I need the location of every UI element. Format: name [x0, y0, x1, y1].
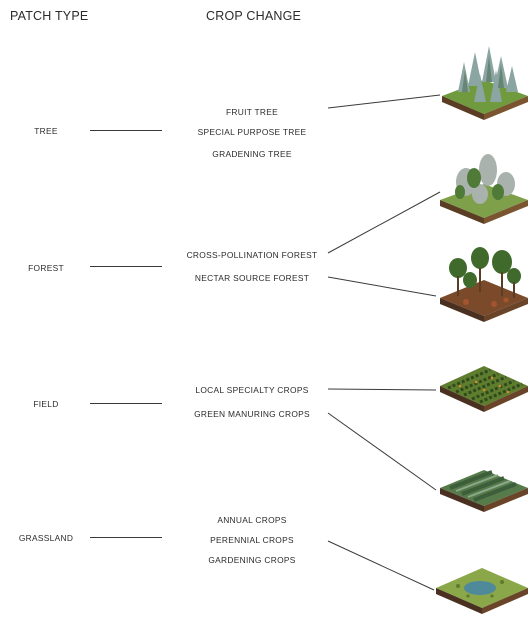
field-connector: [90, 403, 162, 404]
patch-type-forest: FOREST: [28, 263, 64, 273]
mixed-tree-patch: [440, 154, 528, 224]
leader-cross-pollination: [327, 191, 441, 254]
grassland-pond-patch: [436, 568, 528, 614]
tree-connector: [90, 130, 162, 131]
leader-nectar-source: [327, 276, 437, 297]
leader-local-specialty: [327, 388, 437, 391]
forest-connector: [90, 266, 162, 267]
crop-special-purpose-tree: SPECIAL PURPOSE TREE: [197, 127, 307, 137]
crop-cross-pollination-forest: CROSS-POLLINATION FOREST: [186, 250, 318, 260]
forest-patch: [440, 247, 528, 322]
crop-green-manuring-crops: GREEN MANURING CROPS: [194, 409, 310, 419]
grassland-connector: [90, 537, 162, 538]
leader-green-manuring: [327, 412, 437, 491]
orchard-field-patch: [440, 366, 528, 412]
crop-fruit-tree: FRUIT TREE: [225, 107, 279, 117]
crop-annual-crops: ANNUAL CROPS: [217, 515, 287, 525]
conifer-tree-patch: [442, 46, 528, 120]
patch-type-header: PATCH TYPE: [10, 9, 89, 23]
patch-type-tree: TREE: [34, 126, 58, 136]
patch-type-field: FIELD: [33, 399, 59, 409]
crop-gradening-tree: GRADENING TREE: [212, 149, 292, 159]
crop-gardening-crops: GARDENING CROPS: [208, 555, 296, 565]
crop-change-header: CROP CHANGE: [206, 9, 302, 23]
leader-fruit-tree: [327, 94, 441, 109]
leader-gardening-crops: [327, 540, 435, 591]
crop-nectar-source-forest: NECTAR SOURCE FOREST: [194, 273, 310, 283]
crop-perennial-crops: PERENNIAL CROPS: [210, 535, 294, 545]
patch-type-grassland: GRASSLAND: [18, 533, 74, 543]
green-manure-field-patch: [440, 470, 528, 512]
crop-local-specialty-crops: LOCAL SPECIALTY CROPS: [195, 385, 309, 395]
